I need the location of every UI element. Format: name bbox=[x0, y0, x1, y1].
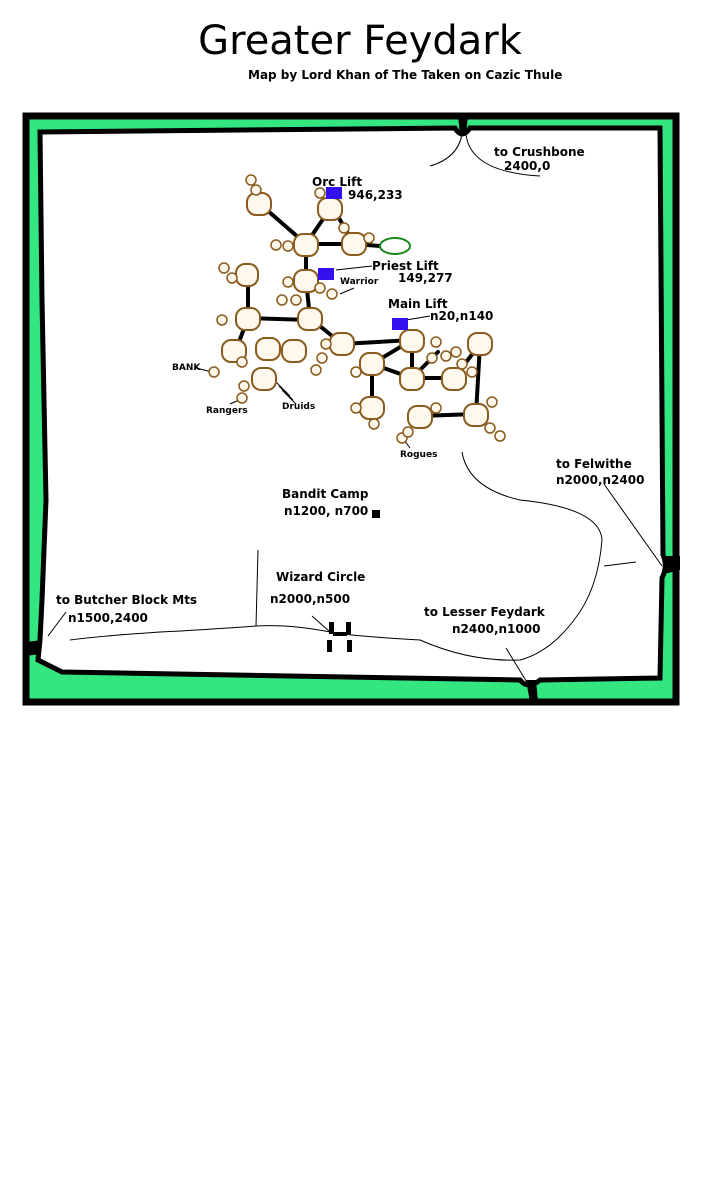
pond bbox=[379, 237, 411, 255]
tree-platforms bbox=[221, 192, 493, 429]
wizard-circle-label: Wizard Circle bbox=[276, 570, 365, 584]
tree-platform bbox=[293, 233, 319, 257]
tree-platform bbox=[407, 405, 433, 429]
rangers-label: Rangers bbox=[206, 406, 248, 416]
crushbone-coords: 2400,0 bbox=[504, 159, 550, 173]
tree-platform bbox=[281, 339, 307, 363]
orc-lift-coords: 946,233 bbox=[348, 188, 403, 202]
lesser-feydark-coords: n2400,n1000 bbox=[452, 622, 540, 636]
wizard-circle-marker bbox=[327, 622, 352, 652]
priest-lift-label: Priest Lift bbox=[372, 259, 439, 273]
felwithe-coords: n2000,n2400 bbox=[556, 473, 644, 487]
orc-lift-marker bbox=[326, 187, 342, 199]
wizard-circle-coords: n2000,n500 bbox=[270, 592, 350, 606]
felwithe-exit bbox=[664, 556, 680, 574]
main-lift-coords: n20,n140 bbox=[430, 309, 493, 323]
tree-platform bbox=[341, 232, 367, 256]
map-subtitle: Map by Lord Khan of The Taken on Cazic T… bbox=[248, 68, 563, 82]
main-lift-marker bbox=[392, 318, 408, 330]
bandit-camp-coords: n1200, n700 bbox=[284, 504, 368, 518]
butcher-block-exit bbox=[26, 640, 42, 656]
bank-label: BANK bbox=[172, 363, 201, 373]
tree-platform bbox=[293, 269, 319, 293]
tree-platform bbox=[467, 332, 493, 356]
warrior-label: Warrior bbox=[340, 277, 379, 287]
tree-platform bbox=[463, 403, 489, 427]
tree-platform bbox=[399, 329, 425, 353]
tree-platform bbox=[317, 197, 343, 221]
tree-platform bbox=[221, 339, 247, 363]
tree-platform bbox=[246, 192, 272, 216]
small-huts bbox=[208, 174, 506, 444]
tree-platform bbox=[399, 367, 425, 391]
crushbone-label: to Crushbone bbox=[494, 145, 585, 159]
bandit-camp-label: Bandit Camp bbox=[282, 487, 369, 501]
main-lift-label: Main Lift bbox=[388, 297, 448, 311]
tree-platform bbox=[255, 337, 281, 361]
lesser-feydark-label: to Lesser Feydark bbox=[424, 605, 546, 619]
crushbone-exit bbox=[458, 116, 468, 134]
tree-platform bbox=[329, 332, 355, 356]
priest-lift-coords: 149,277 bbox=[398, 271, 453, 285]
butcher-block-label: to Butcher Block Mts bbox=[56, 593, 197, 607]
priest-lift-marker bbox=[318, 268, 334, 280]
tree-platform bbox=[441, 367, 467, 391]
tree-platform bbox=[251, 367, 277, 391]
map-title: Greater Feydark bbox=[198, 18, 522, 64]
tree-platform bbox=[235, 263, 259, 287]
felwithe-label: to Felwithe bbox=[556, 457, 632, 471]
tree-platform bbox=[359, 396, 385, 420]
rogues-label: Rogues bbox=[400, 450, 437, 460]
tree-platform bbox=[359, 352, 385, 376]
tree-platform bbox=[297, 307, 323, 331]
tree-platform bbox=[235, 307, 261, 331]
orc-lift-label: Orc Lift bbox=[312, 175, 362, 189]
lesser-feydark-exit bbox=[526, 680, 538, 702]
druids-label: Druids bbox=[282, 402, 315, 412]
bandit-camp-marker bbox=[372, 510, 380, 518]
butcher-block-coords: n1500,2400 bbox=[68, 611, 148, 625]
